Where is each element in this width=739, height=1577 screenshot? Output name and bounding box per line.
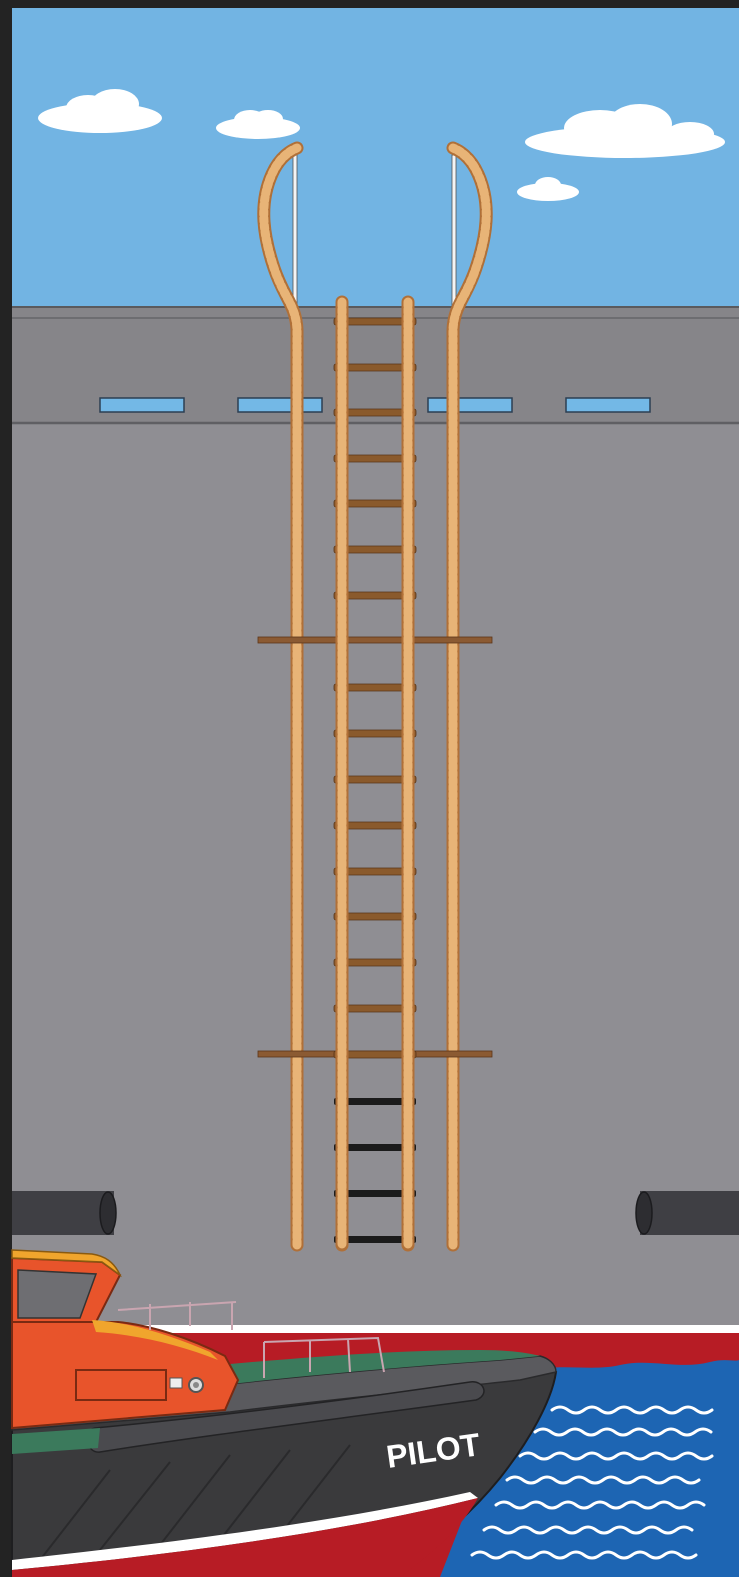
porthole (566, 398, 650, 412)
spreader (258, 637, 492, 643)
stanchion-right (452, 155, 456, 310)
porthole (238, 398, 322, 412)
pilot-boat-light (170, 1378, 182, 1388)
porthole (428, 398, 512, 412)
hull-fender-left (12, 1191, 116, 1235)
porthole (100, 398, 184, 412)
stanchion-left (293, 155, 297, 310)
sky (12, 8, 739, 308)
hull-fender-right (636, 1191, 739, 1235)
